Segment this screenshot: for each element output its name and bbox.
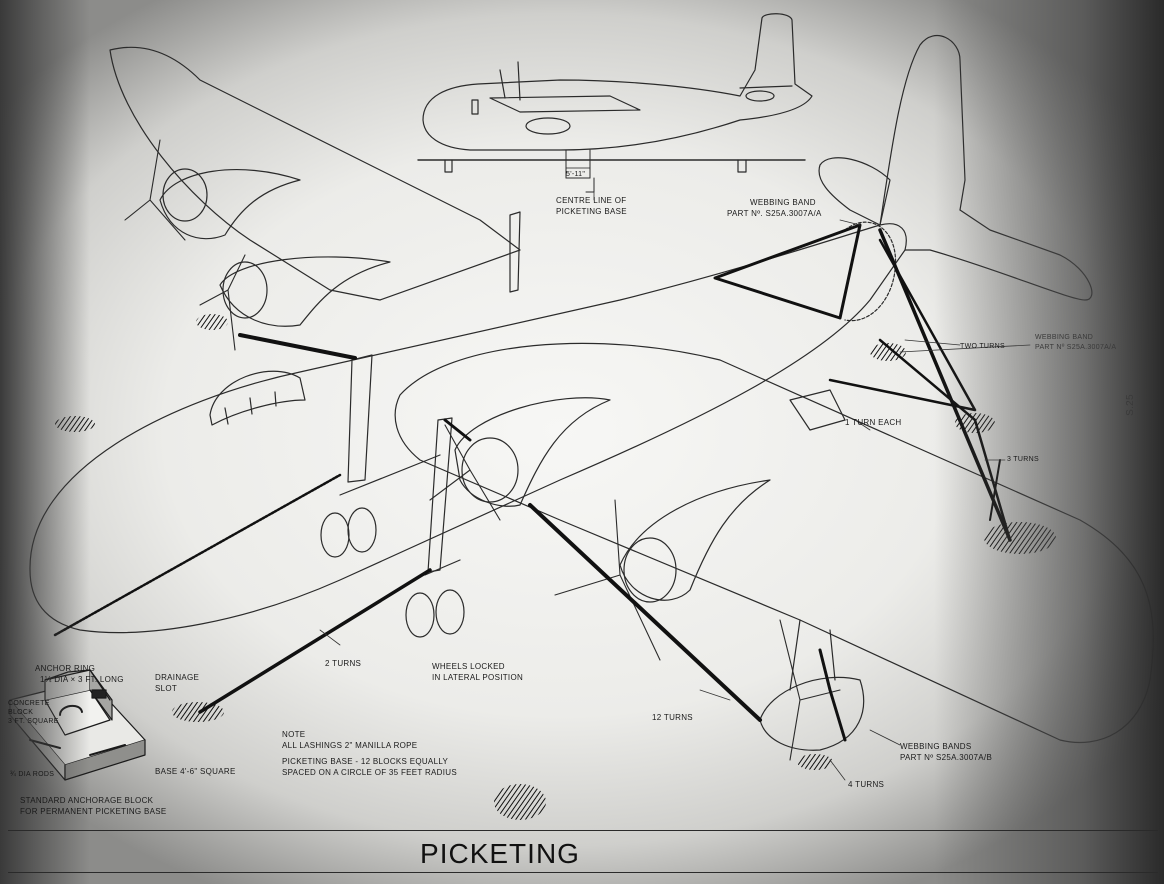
twelve-turns-label: 12 TURNS <box>652 713 693 722</box>
webbing-top-label-2: PART Nº. S25A.3007A/A <box>727 209 822 218</box>
lashings <box>53 223 1012 742</box>
aircraft-perspective <box>29 34 1154 761</box>
side-margin-mark: S.25 <box>1124 394 1136 416</box>
standard-block-label-2: FOR PERMANENT PICKETING BASE <box>20 807 167 816</box>
drawing-title: PICKETING <box>420 838 580 869</box>
anchor-ring-label-2: 1¼ DIA × 3 FT. LONG <box>40 675 124 684</box>
one-turn-each-label: 1 TURN EACH <box>845 418 902 427</box>
four-turns-label: 4 TURNS <box>848 780 885 789</box>
note-line-3: SPACED ON A CIRCLE OF 35 FEET RADIUS <box>282 768 457 777</box>
drainage-label-2: SLOT <box>155 684 178 693</box>
webbing-bottom-label-1: WEBBING BANDS <box>900 742 972 751</box>
webbing-top-label-1: WEBBING BAND <box>750 198 816 207</box>
dimension-label: 5'-11" <box>566 171 586 178</box>
title-frame-bottom <box>8 872 1158 873</box>
note-line-2: PICKETING BASE - 12 BLOCKS EQUALLY <box>282 757 449 766</box>
base-label: BASE 4'-6" SQUARE <box>155 767 236 776</box>
three-turns-label: 3 TURNS <box>1007 456 1039 463</box>
webbing-bottom-label-2: PART Nº S25A.3007A/B <box>900 753 993 762</box>
two-turns-label: 2 TURNS <box>325 659 362 668</box>
wheels-label-1: WHEELS LOCKED <box>432 662 505 671</box>
note-line-1: ALL LASHINGS 2" MANILLA ROPE <box>282 741 418 750</box>
concrete-label-1: CONCRETE <box>8 700 50 707</box>
anchor-ring-label-1: ANCHOR RING <box>35 664 96 673</box>
note-heading: NOTE <box>282 730 306 739</box>
centre-line-label-2: PICKETING BASE <box>556 207 627 216</box>
webbing-mid-label-1: WEBBING BAND <box>1035 334 1094 341</box>
webbing-mid-label-2: PART Nº S25A.3007A/A <box>1035 344 1117 351</box>
drainage-label-1: DRAINAGE <box>155 673 200 682</box>
concrete-label-2: BLOCK <box>8 709 34 716</box>
title-frame-top <box>8 830 1158 831</box>
concrete-label-3: 3 FT. SQUARE <box>8 718 59 725</box>
side-elevation <box>417 13 813 193</box>
standard-block-label-1: STANDARD ANCHORAGE BLOCK <box>20 796 154 805</box>
two-turns-tail-label: TWO TURNS <box>960 343 1005 350</box>
rods-label: ¾ DIA RODS <box>10 771 55 778</box>
leader-lines <box>319 191 1031 781</box>
centre-line-label-1: CENTRE LINE OF <box>556 196 627 205</box>
wheels-label-2: IN LATERAL POSITION <box>432 673 524 682</box>
